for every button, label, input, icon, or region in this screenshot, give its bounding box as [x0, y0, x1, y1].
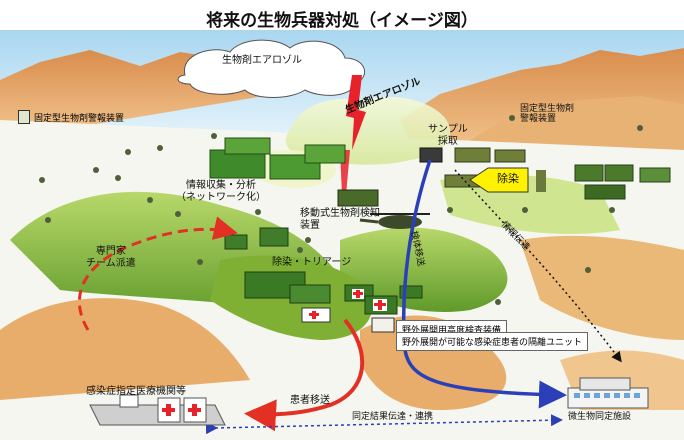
- fixed-detector-legend-label: 固定型生物剤警報装置: [34, 113, 125, 124]
- patient-transport-label: 患者移送: [290, 395, 330, 406]
- page-title: 将来の生物兵器対処（イメージ図）: [206, 11, 478, 31]
- sampling-label: サンプル 採取: [428, 124, 468, 147]
- identification-facility-label: 微生物同定施設: [568, 412, 632, 422]
- helicopter: [359, 213, 430, 229]
- decon-arrow-label: 除染: [497, 172, 519, 185]
- decon-arrow-shape: [469, 167, 529, 193]
- aerosol-cloud-label: 生物剤エアロゾル: [222, 55, 302, 66]
- hill-front-right: [520, 235, 684, 340]
- mobile-detector-label: 移動式生物剤検知 装置: [300, 208, 380, 231]
- vehicles-right: [419, 147, 671, 200]
- isolation-unit-label: 野外展開が可能な感染症患者の隔離ユニット: [396, 332, 589, 351]
- ambulance: [301, 307, 331, 323]
- info-collection-label: 情報収集・分析 （ネットワーク化）: [176, 180, 266, 203]
- expert-dispatch-arrow: [78, 216, 238, 331]
- identification-facility-building: [567, 377, 649, 409]
- sensor-icon: [18, 110, 30, 124]
- fixed-detector-posts: [39, 115, 643, 333]
- expert-team-label: 専門家 チーム派遣: [86, 246, 136, 269]
- decon-triage-label: 除染・トリアージ: [272, 257, 352, 268]
- mobile-detector-vehicle: [337, 189, 379, 207]
- hill-center: [340, 227, 508, 312]
- decon-soldier: [536, 170, 546, 192]
- result-transfer-label: 同定結果伝達・連携: [352, 412, 434, 422]
- info-shelters: [209, 137, 346, 180]
- info-transfer-line: [454, 169, 622, 363]
- fixed-detector-legend: 固定型生物剤警報装置: [18, 110, 124, 124]
- release-bolt: [346, 75, 366, 150]
- designated-hospital-label: 感染症指定医療機関等: [86, 386, 186, 397]
- field-lab-container: [371, 317, 395, 333]
- hill-front-left: [0, 298, 250, 400]
- decon-camp: [224, 227, 331, 304]
- designated-hospital-building: [89, 394, 226, 426]
- fixed-detector-right-label: 固定型生物剤 警報装置: [520, 104, 575, 125]
